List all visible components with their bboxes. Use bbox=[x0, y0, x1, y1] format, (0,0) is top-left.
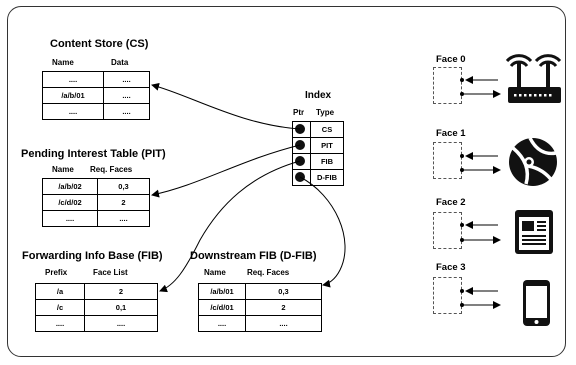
table-row: ........ bbox=[42, 103, 150, 120]
fib-header-prefix: Prefix bbox=[45, 268, 68, 277]
content-store-title: Content Store (CS) bbox=[50, 38, 149, 50]
table-cell: .... bbox=[97, 210, 150, 227]
table-cell: D-FIB bbox=[310, 169, 344, 186]
face-1-arrows bbox=[460, 152, 501, 174]
face-3-label: Face 3 bbox=[436, 262, 466, 273]
pointer-arrow-cs bbox=[151, 82, 301, 130]
table-row: ........ bbox=[198, 315, 322, 332]
diagram-frame bbox=[7, 6, 566, 357]
face-3-arrows bbox=[460, 287, 501, 309]
dfib-header-req-faces: Req. Faces bbox=[247, 268, 290, 277]
index-header-type: Type bbox=[316, 108, 335, 117]
fib-title: Forwarding Info Base (FIB) bbox=[22, 250, 163, 262]
smartphone-icon bbox=[523, 280, 550, 326]
face-0-box bbox=[433, 67, 462, 104]
face-2-box bbox=[433, 212, 462, 249]
index-table: CS PIT FIB D-FIB bbox=[292, 121, 344, 186]
face-0-arrows bbox=[460, 76, 501, 98]
globe-network-icon bbox=[509, 137, 557, 186]
table-row: ........ bbox=[35, 315, 158, 332]
index-title: Index bbox=[305, 90, 332, 101]
content-store-table: ........ /a/b/01.... ........ bbox=[42, 71, 150, 120]
table-row: ........ bbox=[42, 210, 150, 227]
face-1-box bbox=[433, 142, 462, 179]
web-page-icon bbox=[515, 210, 553, 254]
table-cell: .... bbox=[245, 315, 322, 332]
face-0-label: Face 0 bbox=[436, 54, 466, 65]
dfib-title: Downstream FIB (D-FIB) bbox=[190, 250, 317, 262]
face-2-arrows bbox=[460, 221, 501, 244]
cs-header-data: Data bbox=[111, 58, 129, 67]
index-header-ptr: Ptr bbox=[293, 108, 305, 117]
pit-header-name: Name bbox=[52, 165, 74, 174]
pointer-arrow-dfib bbox=[299, 176, 346, 288]
face-3-box bbox=[433, 277, 462, 314]
router-icon bbox=[505, 54, 562, 103]
pit-header-req-faces: Req. Faces bbox=[90, 165, 133, 174]
face-2-label: Face 2 bbox=[436, 197, 466, 208]
dfib-header-name: Name bbox=[204, 268, 226, 277]
table-cell: PIT bbox=[310, 137, 344, 154]
table-row: PIT bbox=[292, 137, 344, 154]
fib-header-face-list: Face List bbox=[93, 268, 128, 277]
face-1-label: Face 1 bbox=[436, 128, 466, 139]
pointer-arrow-fib bbox=[159, 160, 301, 293]
cs-header-name: Name bbox=[52, 58, 74, 67]
table-cell: .... bbox=[84, 315, 158, 332]
pointer-arrow-pit bbox=[151, 144, 301, 198]
pit-title: Pending Interest Table (PIT) bbox=[21, 148, 166, 160]
table-cell: .... bbox=[103, 103, 150, 120]
table-cell: .... bbox=[35, 315, 85, 332]
